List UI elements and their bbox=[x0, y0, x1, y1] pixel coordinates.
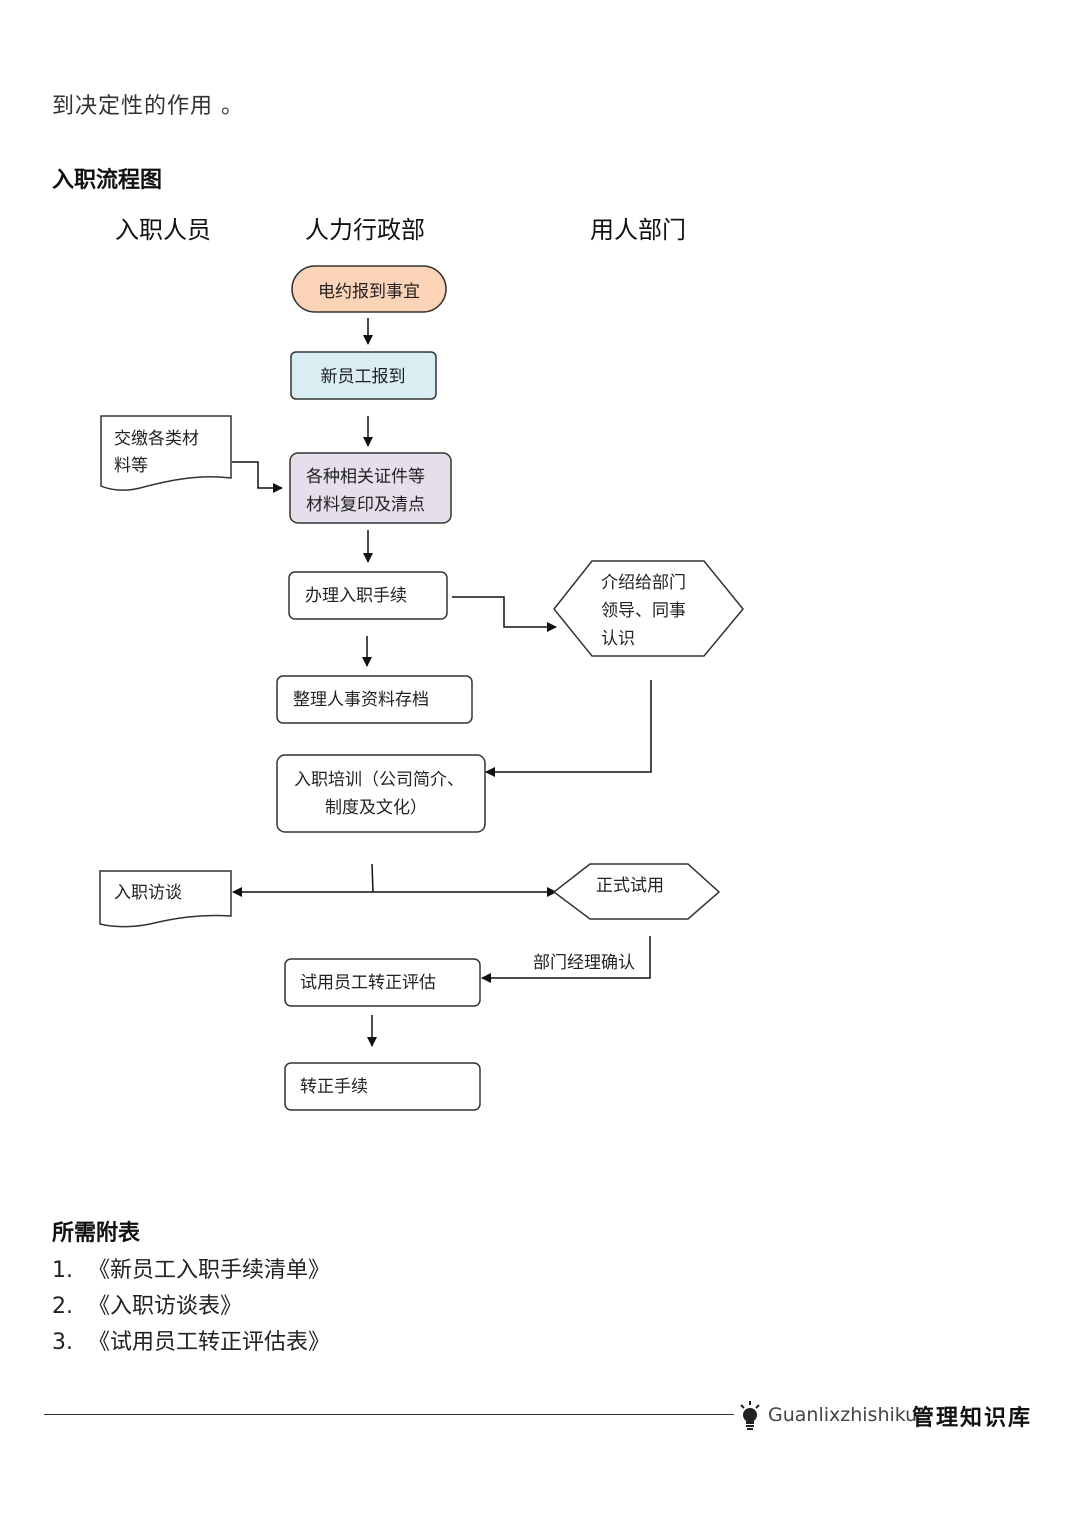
node-archive-label: 整理人事资料存档 bbox=[293, 690, 429, 710]
node-regularize: 转正手续 bbox=[284, 1062, 481, 1111]
appendix-item: 1. 《新员工入职手续清单》 bbox=[52, 1252, 330, 1284]
lane-header-hiring-dept: 用人部门 bbox=[590, 216, 686, 244]
appendix-item: 2. 《入职访谈表》 bbox=[52, 1288, 242, 1320]
appendix-item-text: 《试用员工转正评估表》 bbox=[88, 1330, 331, 1355]
appendix-item: 3. 《试用员工转正评估表》 bbox=[52, 1324, 330, 1356]
footer-brand-cn: 管理知识库 bbox=[912, 1405, 1033, 1431]
lightbulb-icon bbox=[740, 1401, 760, 1430]
node-introduce-line3: 认识 bbox=[601, 629, 635, 649]
section-title: 入职流程图 bbox=[52, 168, 163, 193]
arrow-procedures-to-introduce bbox=[452, 596, 557, 632]
lane-header-new-employee: 入职人员 bbox=[115, 216, 211, 244]
lane-header-hr-admin: 人力行政部 bbox=[305, 216, 425, 244]
appendix-item-number: 3. bbox=[52, 1330, 73, 1355]
node-report: 新员工报到 bbox=[290, 351, 437, 400]
node-copy-check-line2: 材料复印及清点 bbox=[306, 495, 425, 515]
node-evaluation: 试用员工转正评估 bbox=[284, 958, 481, 1007]
node-procedures: 办理入职手续 bbox=[288, 571, 448, 620]
footer-brand: Guanlixzhishiku bbox=[768, 1404, 918, 1426]
node-training-line1: 入职培训（公司简介、 bbox=[294, 770, 464, 790]
arrow-submit-to-copy bbox=[232, 461, 283, 493]
intro-text: 到决定性的作用 。 bbox=[52, 94, 244, 119]
node-start-label: 电约报到事宜 bbox=[318, 282, 420, 302]
node-regularize-label: 转正手续 bbox=[300, 1077, 368, 1097]
node-introduce: 介绍给部门 领导、同事 认识 bbox=[553, 560, 744, 657]
node-introduce-line1: 介绍给部门 bbox=[601, 573, 686, 593]
appendix-title: 所需附表 bbox=[52, 1221, 141, 1246]
node-submit-docs-line2: 料等 bbox=[114, 456, 148, 476]
appendix-item-number: 2. bbox=[52, 1294, 73, 1319]
node-procedures-label: 办理入职手续 bbox=[305, 586, 407, 606]
node-interview-label: 入职访谈 bbox=[114, 883, 182, 903]
node-archive: 整理人事资料存档 bbox=[276, 675, 473, 724]
node-interview: 入职访谈 bbox=[99, 870, 232, 928]
node-probation-label: 正式试用 bbox=[596, 876, 664, 896]
appendix-item-text: 《新员工入职手续清单》 bbox=[88, 1258, 331, 1283]
arrow-introduce-to-training bbox=[485, 680, 652, 777]
node-evaluation-label: 试用员工转正评估 bbox=[300, 973, 436, 993]
node-training: 入职培训（公司简介、 制度及文化） bbox=[276, 754, 486, 833]
node-submit-docs-line1: 交缴各类材 bbox=[114, 429, 199, 449]
node-copy-check-line1: 各种相关证件等 bbox=[306, 467, 425, 487]
footer-divider bbox=[44, 1414, 734, 1415]
node-probation: 正式试用 bbox=[552, 863, 721, 920]
arrow-probation-to-evaluation bbox=[481, 936, 651, 983]
node-report-label: 新员工报到 bbox=[321, 367, 406, 387]
node-copy-check: 各种相关证件等 材料复印及清点 bbox=[289, 452, 452, 524]
appendix-item-number: 1. bbox=[52, 1258, 73, 1283]
connector-training-branch bbox=[371, 863, 374, 893]
node-introduce-line2: 领导、同事 bbox=[601, 601, 686, 621]
appendix-item-text: 《入职访谈表》 bbox=[88, 1294, 243, 1319]
node-training-line2: 制度及文化） bbox=[325, 798, 427, 818]
node-submit-docs: 交缴各类材 料等 bbox=[100, 415, 232, 491]
connector-label-manager-confirm: 部门经理确认 bbox=[533, 953, 635, 973]
node-start: 电约报到事宜 bbox=[291, 265, 447, 313]
